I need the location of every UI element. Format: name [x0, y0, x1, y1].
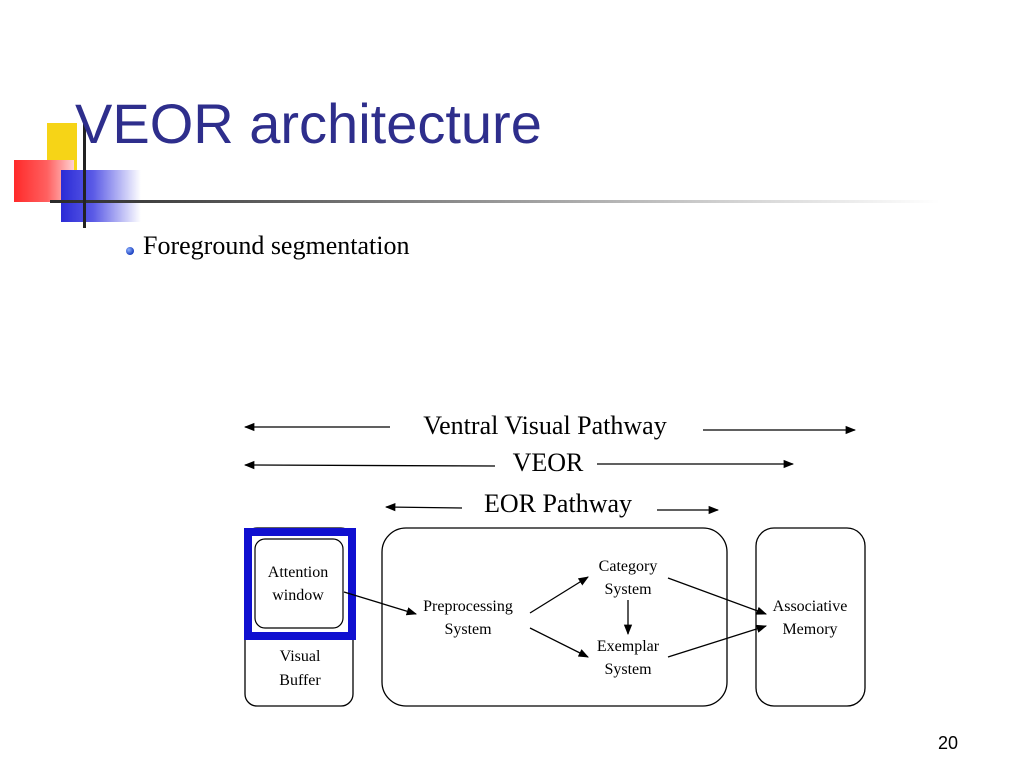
ventral-pathway-label: Ventral Visual Pathway: [423, 411, 666, 440]
category-to-memory-arrow: [667, 577, 767, 615]
associative-label-2: Memory: [782, 621, 837, 638]
slide-title: VEOR architecture: [75, 92, 542, 155]
visual-buffer-label-2: Buffer: [279, 672, 321, 689]
category-label-2: System: [604, 581, 652, 598]
title-vertical-line: [83, 118, 86, 228]
category-label-1: Category: [599, 558, 658, 575]
associative-label-1: Associative: [773, 598, 848, 615]
preprocessing-to-category-arrow: [529, 576, 589, 614]
visual-buffer-label-1: Visual: [280, 648, 321, 665]
page-number: 20: [938, 733, 959, 753]
attention-window-label-2: window: [272, 587, 324, 604]
eor-system-box: Preprocessing System Category System Exe…: [381, 527, 728, 707]
attention-to-preprocessing-arrow: [343, 591, 417, 616]
preprocessing-label-2: System: [444, 621, 492, 638]
preprocessing-label-1: Preprocessing: [423, 598, 513, 615]
bullet-item: Foreground segmentation: [126, 231, 409, 261]
title-underline: [50, 200, 940, 203]
attention-window-box: Attention window: [244, 528, 356, 640]
eor-pathway-arrow: EOR Pathway: [384, 489, 720, 518]
ventral-pathway-arrow: Ventral Visual Pathway: [243, 411, 857, 440]
blue-square-decoration: [61, 170, 141, 222]
preprocessing-to-exemplar-arrow: [529, 627, 589, 658]
veor-label: VEOR: [513, 448, 584, 477]
exemplar-to-memory-arrow: [667, 624, 767, 658]
veor-arrow: VEOR: [243, 448, 795, 477]
exemplar-label-1: Exemplar: [597, 638, 660, 655]
exemplar-label-2: System: [604, 661, 652, 678]
eor-pathway-label: EOR Pathway: [484, 489, 632, 518]
bullet-icon: [126, 247, 134, 255]
bullet-text: Foreground segmentation: [143, 231, 410, 260]
attention-window-label-1: Attention: [268, 564, 328, 581]
associative-memory-box: Associative Memory: [755, 527, 866, 707]
